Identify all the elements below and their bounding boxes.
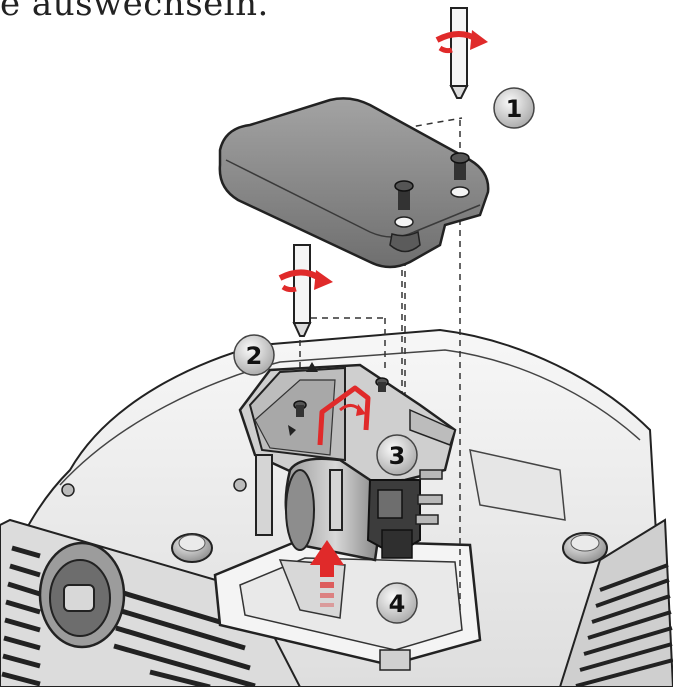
lamp-cover xyxy=(218,97,490,269)
step-number: 4 xyxy=(389,590,406,618)
lift-handle xyxy=(317,385,371,446)
step-badge-4: 4 xyxy=(376,582,418,624)
screwdriver-icon xyxy=(449,7,469,99)
step-number: 2 xyxy=(246,342,263,370)
rotate-arrow-icon xyxy=(435,30,488,54)
side-vent-grille xyxy=(575,563,673,687)
lamp-compartment xyxy=(213,538,482,671)
step-number: 1 xyxy=(506,95,523,123)
projector-lens xyxy=(38,541,126,649)
caption-text: e auswechseln. xyxy=(0,0,269,24)
screwdriver-icon xyxy=(292,244,312,337)
small-screw-hole xyxy=(233,478,247,492)
rotate-arrow-icon xyxy=(278,269,333,293)
front-vent-grille xyxy=(1,545,256,687)
step-badge-1: 1 xyxy=(493,87,535,129)
step-badge-2: 2 xyxy=(233,334,275,376)
knob-right xyxy=(562,532,608,564)
step-badge-3: 3 xyxy=(376,434,418,476)
step-number: 3 xyxy=(389,442,406,470)
small-button xyxy=(61,483,75,497)
knob-left xyxy=(171,533,213,563)
recess-plate xyxy=(469,449,566,521)
up-arrow-icon xyxy=(310,540,344,607)
screw-icon xyxy=(450,152,470,180)
screw-icon xyxy=(394,180,414,210)
